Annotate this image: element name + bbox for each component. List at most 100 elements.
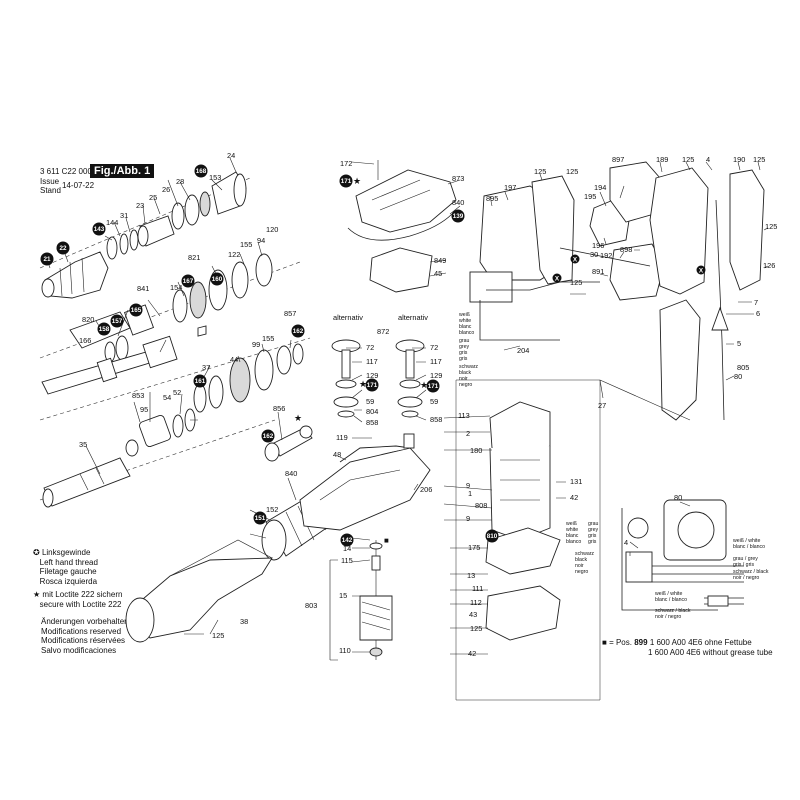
svg-text:54: 54 (163, 393, 171, 402)
svg-text:schwarz / black: schwarz / black (655, 608, 691, 614)
svg-text:blanco: blanco (459, 330, 474, 336)
connecting-rod (264, 425, 313, 462)
issue-date: 14-07-22 (62, 181, 95, 190)
svg-text:72: 72 (430, 343, 438, 352)
svg-text:gris: gris (588, 533, 597, 539)
svg-text:152: 152 (266, 505, 278, 514)
svg-text:52: 52 (173, 388, 181, 397)
svg-text:4: 4 (706, 155, 710, 164)
svg-text:117: 117 (430, 357, 442, 366)
piston-ring-set (139, 415, 171, 447)
svg-text:44: 44 (230, 355, 238, 364)
issue-label: Issue (40, 177, 60, 186)
wiring-schematic (621, 499, 744, 611)
x-marker: X (552, 273, 562, 283)
svg-text:35: 35 (79, 440, 87, 449)
svg-text:21: 21 (43, 256, 51, 263)
svg-text:gris: gris (459, 350, 468, 356)
svg-text:808: 808 (475, 501, 487, 510)
svg-text:1: 1 (468, 489, 472, 498)
grease-note: ■ = Pos. 899 1 600 A00 4E6 ohne Fettube … (602, 638, 773, 657)
x-marker: X (570, 254, 580, 264)
svg-text:72: 72 (366, 343, 374, 352)
svg-text:895: 895 (486, 194, 498, 203)
svg-text:125: 125 (212, 631, 224, 640)
svg-text:129: 129 (430, 371, 442, 380)
square-icon: ■ (602, 638, 607, 647)
svg-text:weiß: weiß (459, 312, 470, 318)
alternativ-label-left: alternativ (333, 313, 363, 322)
svg-text:120: 120 (266, 225, 278, 234)
svg-text:weiß / white: weiß / white (733, 538, 761, 544)
svg-text:821: 821 (188, 253, 200, 262)
svg-text:grau / grey: grau / grey (733, 556, 758, 562)
svg-text:125: 125 (570, 278, 582, 287)
power-cord (711, 199, 729, 421)
svg-text:80: 80 (734, 372, 742, 381)
svg-text:873: 873 (452, 174, 464, 183)
svg-text:197: 197 (504, 183, 516, 192)
svg-text:111: 111 (472, 584, 483, 593)
svg-text:noir / negro: noir / negro (655, 614, 681, 620)
svg-text:897: 897 (612, 155, 624, 164)
svg-text:23: 23 (136, 201, 144, 210)
svg-text:157: 157 (112, 318, 123, 325)
part-number: 3 611 C22 000 (40, 167, 92, 176)
svg-text:negro: negro (459, 382, 472, 388)
svg-text:59: 59 (366, 397, 374, 406)
svg-text:166: 166 (79, 336, 91, 345)
gear-left (331, 339, 361, 418)
svg-text:204: 204 (517, 346, 529, 355)
svg-text:grau: grau (459, 338, 469, 344)
svg-text:160: 160 (212, 276, 223, 283)
svg-text:38: 38 (240, 617, 248, 626)
svg-text:112: 112 (470, 598, 482, 607)
svg-text:48: 48 (333, 450, 341, 459)
svg-text:schwarz: schwarz (459, 364, 478, 370)
svg-text:158: 158 (99, 326, 110, 333)
svg-text:840: 840 (285, 469, 297, 478)
svg-text:153: 153 (209, 173, 221, 182)
svg-text:blanc / blanco: blanc / blanco (733, 544, 765, 550)
svg-text:125: 125 (470, 624, 482, 633)
svg-text:noir: noir (459, 376, 468, 382)
svg-text:162: 162 (263, 433, 274, 440)
chuck-sleeve (137, 215, 175, 247)
svg-text:45: 45 (434, 269, 442, 278)
svg-text:94: 94 (257, 236, 265, 245)
svg-text:155: 155 (240, 240, 252, 249)
svg-text:7: 7 (754, 298, 758, 307)
alternativ-label-right: alternativ (398, 313, 428, 322)
svg-text:27: 27 (598, 401, 606, 410)
svg-text:125: 125 (682, 155, 694, 164)
svg-text:42: 42 (468, 649, 476, 658)
star-icon: ★ (353, 176, 361, 186)
cover-bracket (369, 247, 433, 293)
field-coil (489, 401, 551, 541)
svg-text:151: 151 (255, 515, 266, 522)
svg-text:22: 22 (59, 245, 67, 252)
callout-labels: 172 873 840 849 45 24 153 28 26 25 23 31… (79, 151, 777, 658)
svg-text:125: 125 (534, 167, 546, 176)
svg-text:weiß: weiß (566, 521, 577, 527)
svg-text:195: 195 (584, 192, 596, 201)
svg-text:126: 126 (763, 261, 775, 270)
svg-text:872: 872 (377, 327, 389, 336)
svg-text:849: 849 (434, 256, 446, 265)
badge-labels: 171 139 168 143 22 21 167 160 157 158 16… (40, 164, 499, 547)
svg-text:5: 5 (737, 339, 741, 348)
svg-text:6: 6 (756, 309, 760, 318)
svg-text:X: X (573, 256, 578, 263)
svg-text:858: 858 (430, 415, 442, 424)
svg-text:194: 194 (594, 183, 606, 192)
svg-text:99: 99 (252, 340, 260, 349)
svg-text:59: 59 (430, 397, 438, 406)
svg-text:grey: grey (588, 527, 598, 533)
star-icon: ★ (294, 413, 302, 423)
side-cover (125, 539, 273, 643)
svg-text:171: 171 (428, 383, 439, 390)
svg-text:180: 180 (470, 446, 482, 455)
svg-text:115: 115 (341, 556, 353, 565)
svg-text:117: 117 (366, 357, 378, 366)
